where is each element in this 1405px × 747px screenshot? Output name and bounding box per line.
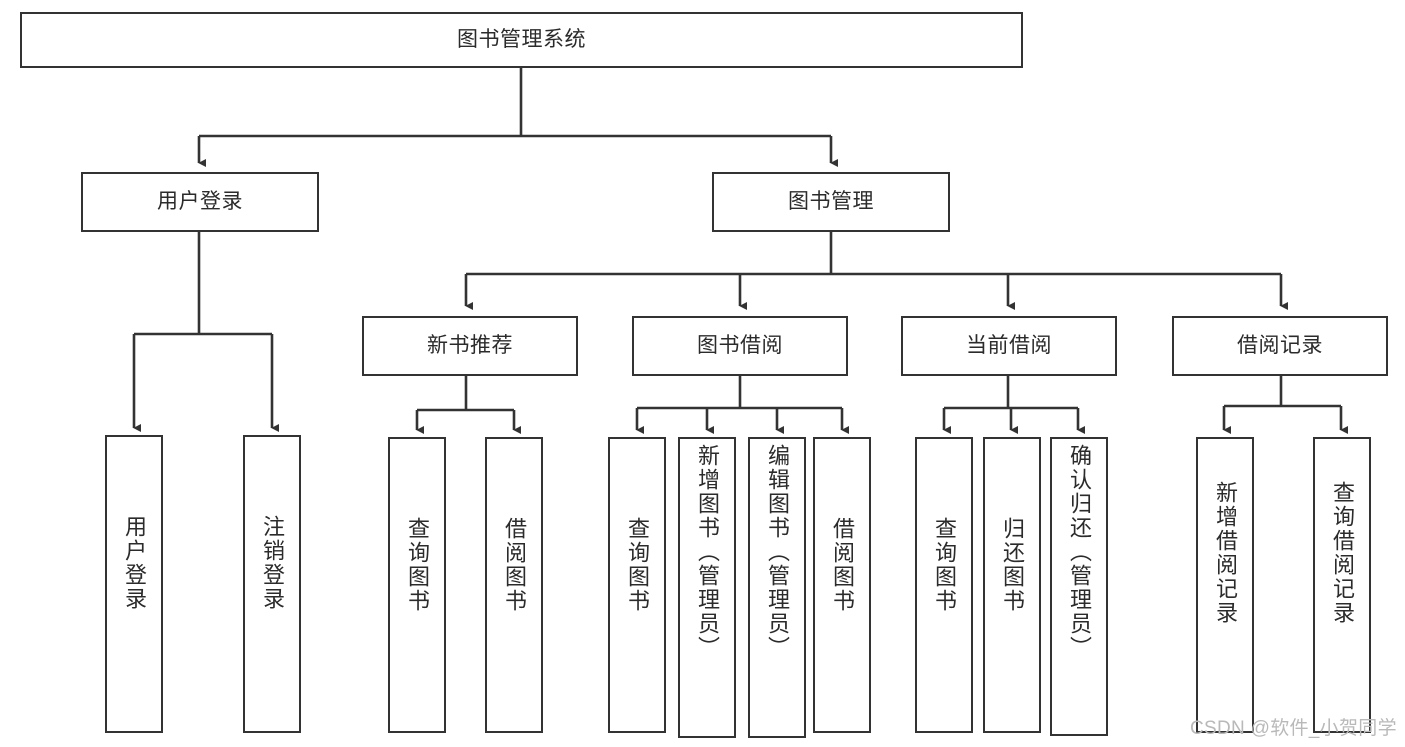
node-leaf-add-record[interactable]: 新增借阅记录 [1196, 437, 1254, 733]
node-leaf-borrow-book-2-label: 借阅图书 [830, 517, 855, 613]
node-leaf-edit-book-label: 编辑图书（管理员） [765, 444, 790, 660]
node-leaf-return-book-label: 归还图书 [1000, 517, 1025, 613]
node-leaf-query-book-2-label: 查询图书 [625, 517, 650, 613]
node-book-management-label: 图书管理 [788, 189, 874, 213]
node-new-book-recommend-label: 新书推荐 [427, 333, 513, 357]
node-leaf-add-record-label: 新增借阅记录 [1213, 481, 1238, 625]
node-borrow-record[interactable]: 借阅记录 [1172, 316, 1388, 376]
node-leaf-borrow-book-1[interactable]: 借阅图书 [485, 437, 543, 733]
node-leaf-add-book-label: 新增图书（管理员） [695, 444, 720, 660]
node-current-borrow-label: 当前借阅 [966, 333, 1052, 357]
node-leaf-logout-login[interactable]: 注销登录 [243, 435, 301, 733]
node-leaf-user-login[interactable]: 用户登录 [105, 435, 163, 733]
node-book-management[interactable]: 图书管理 [712, 172, 950, 232]
node-leaf-borrow-book-1-label: 借阅图书 [502, 517, 527, 613]
node-root-system-label: 图书管理系统 [457, 27, 586, 51]
node-borrow-record-label: 借阅记录 [1237, 333, 1323, 357]
node-leaf-confirm-return-label: 确认归还（管理员） [1067, 444, 1092, 660]
node-user-login-label: 用户登录 [157, 189, 243, 213]
node-root-system[interactable]: 图书管理系统 [20, 12, 1023, 68]
node-leaf-borrow-book-2[interactable]: 借阅图书 [813, 437, 871, 733]
node-current-borrow[interactable]: 当前借阅 [901, 316, 1117, 376]
node-leaf-query-record-label: 查询借阅记录 [1330, 481, 1355, 625]
node-leaf-query-book-1-label: 查询图书 [405, 517, 430, 613]
node-new-book-recommend[interactable]: 新书推荐 [362, 316, 578, 376]
node-leaf-logout-login-label: 注销登录 [260, 515, 285, 611]
node-leaf-query-book-3[interactable]: 查询图书 [915, 437, 973, 733]
node-leaf-return-book[interactable]: 归还图书 [983, 437, 1041, 733]
node-book-borrow[interactable]: 图书借阅 [632, 316, 848, 376]
node-leaf-query-book-3-label: 查询图书 [932, 517, 957, 613]
node-book-borrow-label: 图书借阅 [697, 333, 783, 357]
node-leaf-user-login-label: 用户登录 [122, 515, 147, 611]
node-leaf-add-book[interactable]: 新增图书（管理员） [678, 437, 736, 738]
csdn-watermark: CSDN @软件_小贺同学 [1190, 718, 1397, 739]
node-user-login[interactable]: 用户登录 [81, 172, 319, 232]
node-leaf-edit-book[interactable]: 编辑图书（管理员） [748, 437, 806, 738]
node-leaf-confirm-return[interactable]: 确认归还（管理员） [1050, 437, 1108, 736]
node-leaf-query-book-2[interactable]: 查询图书 [608, 437, 666, 733]
node-leaf-query-record[interactable]: 查询借阅记录 [1313, 437, 1371, 733]
node-leaf-query-book-1[interactable]: 查询图书 [388, 437, 446, 733]
